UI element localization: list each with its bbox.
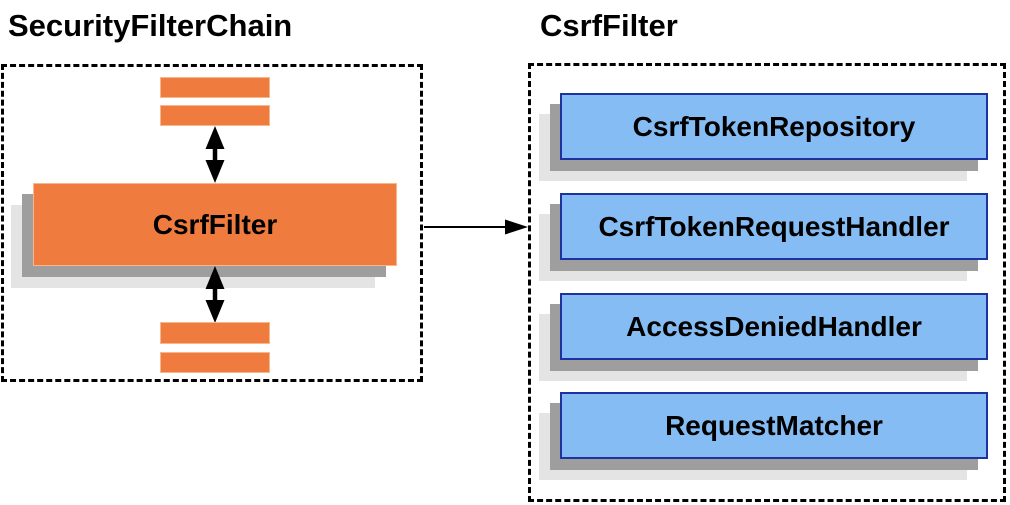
bidirectional-arrow-bottom xyxy=(205,266,225,323)
filter-placeholder-bar xyxy=(160,105,270,126)
bidirectional-arrow-top xyxy=(205,126,225,183)
security-filter-chain-title: SecurityFilterChain xyxy=(8,8,293,43)
component-label: AccessDeniedHandler xyxy=(626,310,922,342)
filter-placeholder-bar xyxy=(160,77,270,98)
filter-placeholder-bar xyxy=(160,352,270,373)
security-filter-chain-panel xyxy=(1,64,423,382)
csrf-filter-box: CsrfFilter xyxy=(33,183,397,266)
csrf-filter-title: CsrfFilter xyxy=(540,8,678,43)
filter-placeholder-bar xyxy=(160,322,270,344)
component-label: CsrfTokenRequestHandler xyxy=(598,210,950,242)
access-denied-handler-box: AccessDeniedHandler xyxy=(560,293,988,360)
component-label: RequestMatcher xyxy=(665,409,883,441)
csrf-filter-panel xyxy=(528,63,1006,502)
csrf-token-request-handler-box: CsrfTokenRequestHandler xyxy=(560,193,988,260)
csrf-token-repository-box: CsrfTokenRepository xyxy=(560,93,988,160)
csrf-filter-box-label: CsrfFilter xyxy=(152,208,278,240)
flow-arrow xyxy=(424,219,528,235)
component-label: CsrfTokenRepository xyxy=(632,110,916,142)
request-matcher-box: RequestMatcher xyxy=(560,392,988,459)
